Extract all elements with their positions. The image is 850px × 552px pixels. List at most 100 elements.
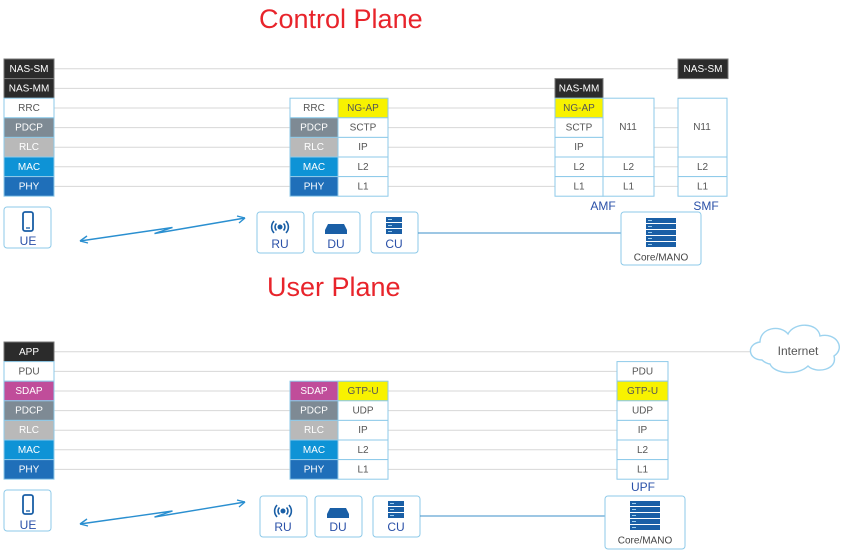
- up-ran-right-udp-text: UDP: [352, 406, 373, 417]
- du-unit-base-icon: [325, 230, 347, 234]
- du-unit-icon: [325, 224, 347, 230]
- up-ran-right-l1-box: [337, 459, 389, 480]
- server-icon: [646, 218, 676, 223]
- cp-ran-right-l1-box: [337, 176, 389, 197]
- cp-ran-right-sctp-text: SCTP: [350, 123, 377, 134]
- cp-amf-n11-box: [602, 97, 655, 158]
- cp-ue-label: UE: [20, 234, 37, 248]
- cp-amf-left-ng-ap-text: NG-AP: [563, 103, 595, 114]
- cp-ran-right-ip-text: IP: [358, 142, 368, 153]
- cp-ue-pdcp-text: PDCP: [15, 123, 43, 134]
- cp-radio-link-arrow-left: [79, 235, 89, 244]
- cp-smf-nas-sm-box: [677, 58, 729, 80]
- cp-smf-n11-box: [677, 97, 728, 158]
- du-unit-base-icon: [327, 514, 349, 518]
- up-ran-right-l1-text: L1: [357, 464, 369, 475]
- upf-label: UPF: [631, 480, 655, 494]
- up-radio-link: [79, 501, 246, 525]
- antenna-wave-right-0: [285, 506, 289, 516]
- cp-amf-nas-mm-text: NAS-MM: [559, 83, 600, 94]
- up-upf-l1-text: L1: [637, 464, 649, 475]
- phone-icon: [22, 211, 34, 232]
- antenna-wave-left-1: [270, 220, 275, 234]
- cp-ran-left-mac-text: MAC: [303, 162, 325, 173]
- server-icon: [386, 217, 402, 222]
- cp-cu-label: CU: [385, 237, 402, 251]
- cp-core-label: Core/MANO: [634, 253, 689, 264]
- cp-ran-right-ng-ap-text: NG-AP: [347, 103, 379, 114]
- cp-du-label: DU: [327, 237, 344, 251]
- cp-smf-l1-box: [677, 176, 728, 197]
- phone-icon: [22, 494, 34, 515]
- antenna-wave-right-1: [285, 220, 290, 234]
- antenna-icon: [280, 508, 286, 514]
- up-ru-frame: [259, 495, 308, 538]
- cp-ue-phy-box: [3, 176, 55, 197]
- up-du-label: DU: [329, 520, 346, 534]
- cp-ue-rrc-text: RRC: [18, 103, 40, 114]
- cp-ran-left-phy-text: PHY: [304, 181, 325, 192]
- server-icon: [646, 224, 676, 229]
- server-icon: [388, 501, 404, 506]
- up-upf-l1-box: [616, 459, 669, 480]
- du-unit-icon: [327, 508, 349, 514]
- server-icon: [630, 501, 660, 506]
- cp-amf-left-ip-text: IP: [574, 142, 584, 153]
- cp-amf-left-sctp-text: SCTP: [566, 123, 593, 134]
- cp-ran-right-l2-text: L2: [357, 162, 369, 173]
- up-ue-label: UE: [20, 518, 37, 532]
- cp-amf-left-l2-text: L2: [573, 162, 585, 173]
- cp-amf-right-l1-text: L1: [623, 181, 635, 192]
- up-ran-left-rlc-text: RLC: [304, 425, 324, 436]
- up-ue-pdcp-text: PDCP: [15, 406, 43, 417]
- cp-smf-nas-sm-text: NAS-SM: [684, 64, 723, 75]
- up-ran-left-sdap-text: SDAP: [300, 386, 328, 397]
- amf-label: AMF: [590, 199, 615, 213]
- up-upf-gtp-u-text: GTP-U: [627, 386, 658, 397]
- up-cu-label: CU: [387, 520, 404, 534]
- control-plane-title: Control Plane: [259, 4, 423, 34]
- up-ue-rlc-text: RLC: [19, 425, 39, 436]
- antenna-wave-left-0: [277, 506, 281, 516]
- up-upf-udp-text: UDP: [632, 406, 653, 417]
- server-icon: [630, 519, 660, 524]
- server-icon: [388, 507, 404, 512]
- cp-ue-nas-mm-text: NAS-MM: [9, 83, 50, 94]
- up-upf-pdu-text: PDU: [632, 366, 653, 377]
- up-ue-sdap-text: SDAP: [15, 386, 43, 397]
- server-icon: [646, 242, 676, 247]
- server-icon: [386, 223, 402, 228]
- cp-smf-n11-text: N11: [693, 122, 711, 133]
- cp-amf-n11-text: N11: [619, 122, 637, 133]
- server-icon: [630, 507, 660, 512]
- smf-label: SMF: [693, 199, 718, 213]
- up-ran-right-l2-text: L2: [357, 445, 369, 456]
- cp-amf-right-l2-text: L2: [623, 162, 635, 173]
- up-ran-left-pdcp-text: PDCP: [300, 406, 328, 417]
- up-ran-left-phy-text: PHY: [304, 464, 325, 475]
- user-plane-title: User Plane: [267, 272, 401, 302]
- antenna-wave-left-0: [274, 222, 278, 232]
- up-ran-right-ip-text: IP: [358, 425, 368, 436]
- server-icon: [646, 230, 676, 235]
- server-icon: [630, 525, 660, 530]
- up-ran-left-mac-text: MAC: [303, 445, 325, 456]
- cp-ue-rlc-text: RLC: [19, 142, 39, 153]
- up-ue-app-text: APP: [19, 347, 39, 358]
- internet-cloud-icon: [749, 324, 840, 374]
- cp-ran-left-rrc-text: RRC: [303, 103, 325, 114]
- cp-ran-left-rlc-text: RLC: [304, 142, 324, 153]
- cp-radio-link: [79, 217, 246, 242]
- up-ue-mac-text: MAC: [18, 445, 40, 456]
- cp-ue-phy-text: PHY: [19, 181, 40, 192]
- server-icon: [386, 229, 402, 234]
- up-upf-l2-text: L2: [637, 445, 649, 456]
- up-ran-right-gtp-u-text: GTP-U: [347, 386, 378, 397]
- server-icon: [646, 236, 676, 241]
- up-upf-ip-text: IP: [638, 425, 648, 436]
- cp-ue-nas-sm-text: NAS-SM: [10, 64, 49, 75]
- cp-amf-left-l1-text: L1: [573, 181, 585, 192]
- up-radio-link-arrow-left: [79, 518, 89, 527]
- server-icon: [630, 513, 660, 518]
- antenna-wave-right-1: [288, 504, 293, 518]
